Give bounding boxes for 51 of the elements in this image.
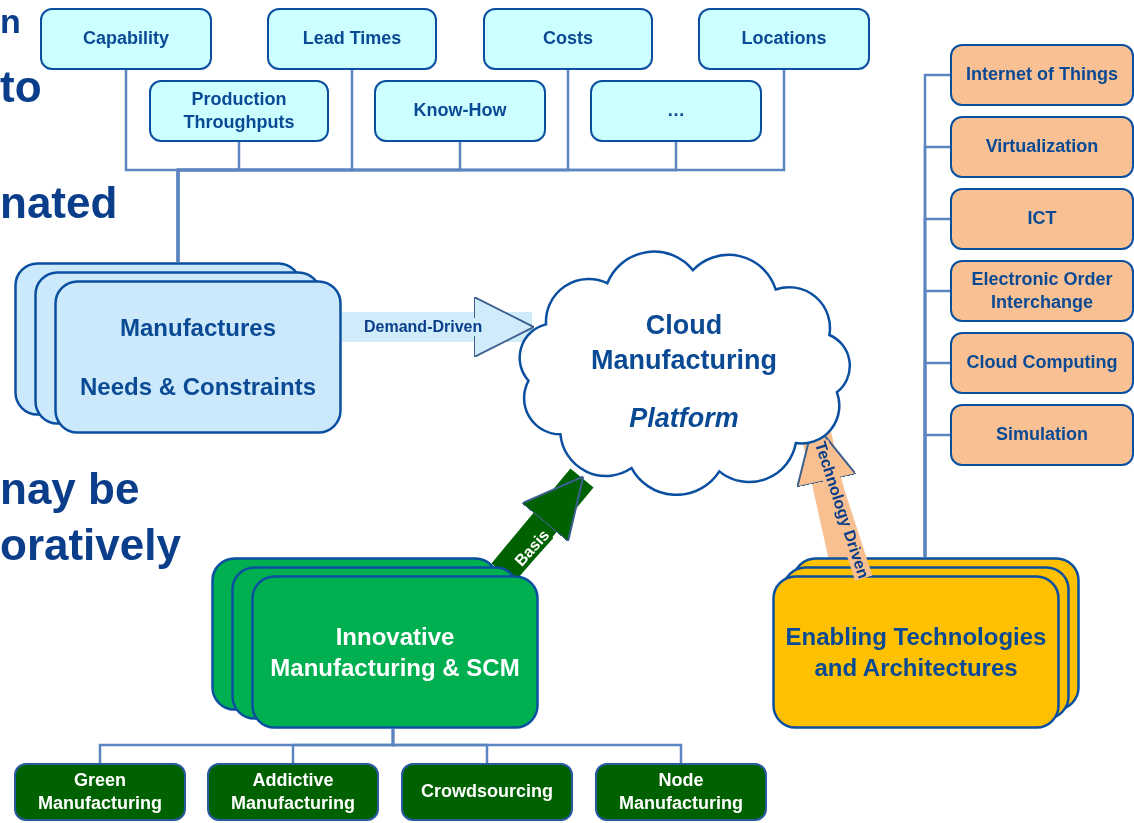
technology-box bbox=[950, 260, 1134, 322]
node-title: Electronic Order Interchange bbox=[970, 267, 1114, 314]
method-box bbox=[14, 763, 186, 821]
node-subtitle: Needs & Constraints bbox=[79, 372, 317, 402]
stacked-box bbox=[14, 262, 342, 434]
technology-box bbox=[950, 188, 1134, 250]
node-title: Cloud Computing bbox=[966, 351, 1118, 375]
attribute-box bbox=[267, 8, 437, 70]
node-title: Internet of Things bbox=[966, 63, 1118, 87]
method-box bbox=[207, 763, 379, 821]
node-title: ICT bbox=[1027, 207, 1057, 231]
slide-text-fragment: oratively bbox=[0, 520, 181, 570]
node-title: … bbox=[667, 99, 685, 123]
node-title: Crowdsourcing bbox=[421, 780, 553, 804]
connector-line bbox=[391, 729, 683, 763]
edge-label: Demand-Driven bbox=[364, 318, 483, 337]
attribute-box bbox=[698, 8, 870, 70]
node-title: Costs bbox=[543, 27, 593, 51]
node-title: Addictive Manufacturing bbox=[230, 768, 356, 815]
node-title: Innovative Manufacturing & SCM bbox=[269, 621, 521, 683]
node-title: Locations bbox=[741, 27, 827, 51]
attribute-box bbox=[40, 8, 212, 70]
block-arrow bbox=[342, 296, 535, 358]
attribute-box bbox=[590, 80, 762, 142]
node-title: Production Throughputs bbox=[182, 87, 296, 134]
node-title: Simulation bbox=[996, 423, 1088, 447]
connector-line bbox=[923, 433, 950, 557]
method-box bbox=[401, 763, 573, 821]
slide-text-fragment: nated bbox=[0, 178, 118, 228]
node-title: Node Manufacturing bbox=[618, 768, 744, 815]
node-title: Know-How bbox=[413, 99, 507, 123]
attribute-box bbox=[149, 80, 329, 142]
technology-box bbox=[950, 332, 1134, 394]
node-title: Virtualization bbox=[985, 135, 1099, 159]
attribute-box bbox=[374, 80, 546, 142]
method-box bbox=[595, 763, 767, 821]
attribute-box bbox=[483, 8, 653, 70]
slide-text-fragment: to bbox=[0, 62, 42, 112]
node-title: Manufactures bbox=[119, 312, 276, 343]
node-title: Lead Times bbox=[302, 27, 402, 51]
node-title: Enabling Technologies and Architectures bbox=[784, 621, 1048, 683]
technology-box bbox=[950, 116, 1134, 178]
slide-text-fragment: nay be bbox=[0, 464, 140, 514]
technology-box bbox=[950, 44, 1134, 106]
connector-line bbox=[176, 70, 786, 262]
node-title: Cloud Manufacturing bbox=[590, 309, 778, 378]
node-title: Capability bbox=[83, 27, 169, 51]
slide-text-fragment: n bbox=[0, 2, 21, 41]
technology-box bbox=[950, 404, 1134, 466]
node-subtitle: Platform bbox=[629, 401, 739, 435]
node-title: Green Manufacturing bbox=[37, 768, 163, 815]
